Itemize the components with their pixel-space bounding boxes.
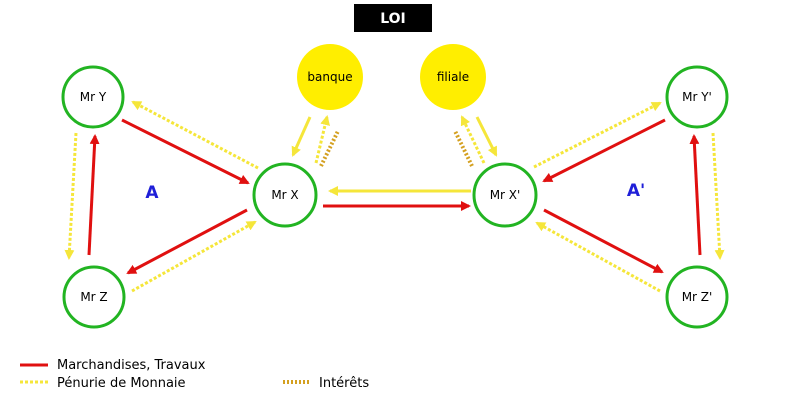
arrow-shortage-x-to-banque <box>314 115 331 164</box>
legend-label-interest: Intérêts <box>319 376 369 391</box>
legend: Marchandises, Travaux Pénurie de Monnaie… <box>20 358 369 391</box>
node-mr-x-label: Mr X <box>271 188 298 202</box>
arrow-shortage-y-to-z <box>64 132 78 260</box>
node-mr-z: Mr Z <box>62 265 126 329</box>
node-mr-y: Mr Y <box>61 65 125 129</box>
node-filiale: filiale <box>420 44 486 110</box>
group-label-a-prime: A' <box>627 181 645 201</box>
arrow-shortage-x-to-y <box>131 100 259 170</box>
node-filiale-label: filiale <box>437 70 469 84</box>
arrow-goods-x-to-z <box>126 208 248 275</box>
legend-label-goods: Marchandises, Travaux <box>57 358 206 373</box>
node-mr-x: Mr X <box>252 162 318 228</box>
arrow-goods-y-to-x <box>121 118 250 185</box>
arrow-goods-z-prime-to-y-prime <box>689 134 702 256</box>
group-label-a: A <box>145 183 159 203</box>
arrow-interest-x-prime-to-filiale <box>453 130 474 167</box>
node-banque: banque <box>297 44 363 110</box>
arrow-shortage-z-to-x <box>131 220 257 293</box>
node-banque-label: banque <box>307 70 352 84</box>
node-mr-z-prime: Mr Z' <box>665 265 729 329</box>
node-mr-x-prime-label: Mr X' <box>490 188 521 202</box>
arrow-shortage-banque-to-x <box>291 116 312 157</box>
arrow-shortage-z-prime-to-x-prime <box>535 221 661 293</box>
diagram-title: LOI <box>380 11 406 27</box>
node-mr-z-prime-label: Mr Z' <box>682 290 713 304</box>
arrow-interest-x-to-banque <box>319 130 340 167</box>
arrow-shortage-filiale-to-x-prime <box>475 116 498 157</box>
arrow-goods-z-to-y <box>87 134 100 256</box>
node-mr-x-prime: Mr X' <box>472 162 538 228</box>
legend-label-shortage: Pénurie de Monnaie <box>57 376 186 391</box>
node-mr-z-label: Mr Z <box>80 290 107 304</box>
arrow-shortage-y-prime-to-z-prime <box>711 132 725 260</box>
node-mr-y-prime-label: Mr Y' <box>682 90 712 104</box>
title-box: LOI <box>354 4 432 32</box>
node-mr-y-label: Mr Y <box>80 90 107 104</box>
arrow-shortage-x-prime-to-y-prime <box>533 101 662 169</box>
arrow-shortage-x-prime-to-filiale <box>460 115 486 164</box>
arrow-goods-x-prime-to-z-prime <box>543 208 664 274</box>
node-mr-y-prime: Mr Y' <box>665 65 729 129</box>
arrow-goods-y-prime-to-x-prime <box>542 118 666 183</box>
